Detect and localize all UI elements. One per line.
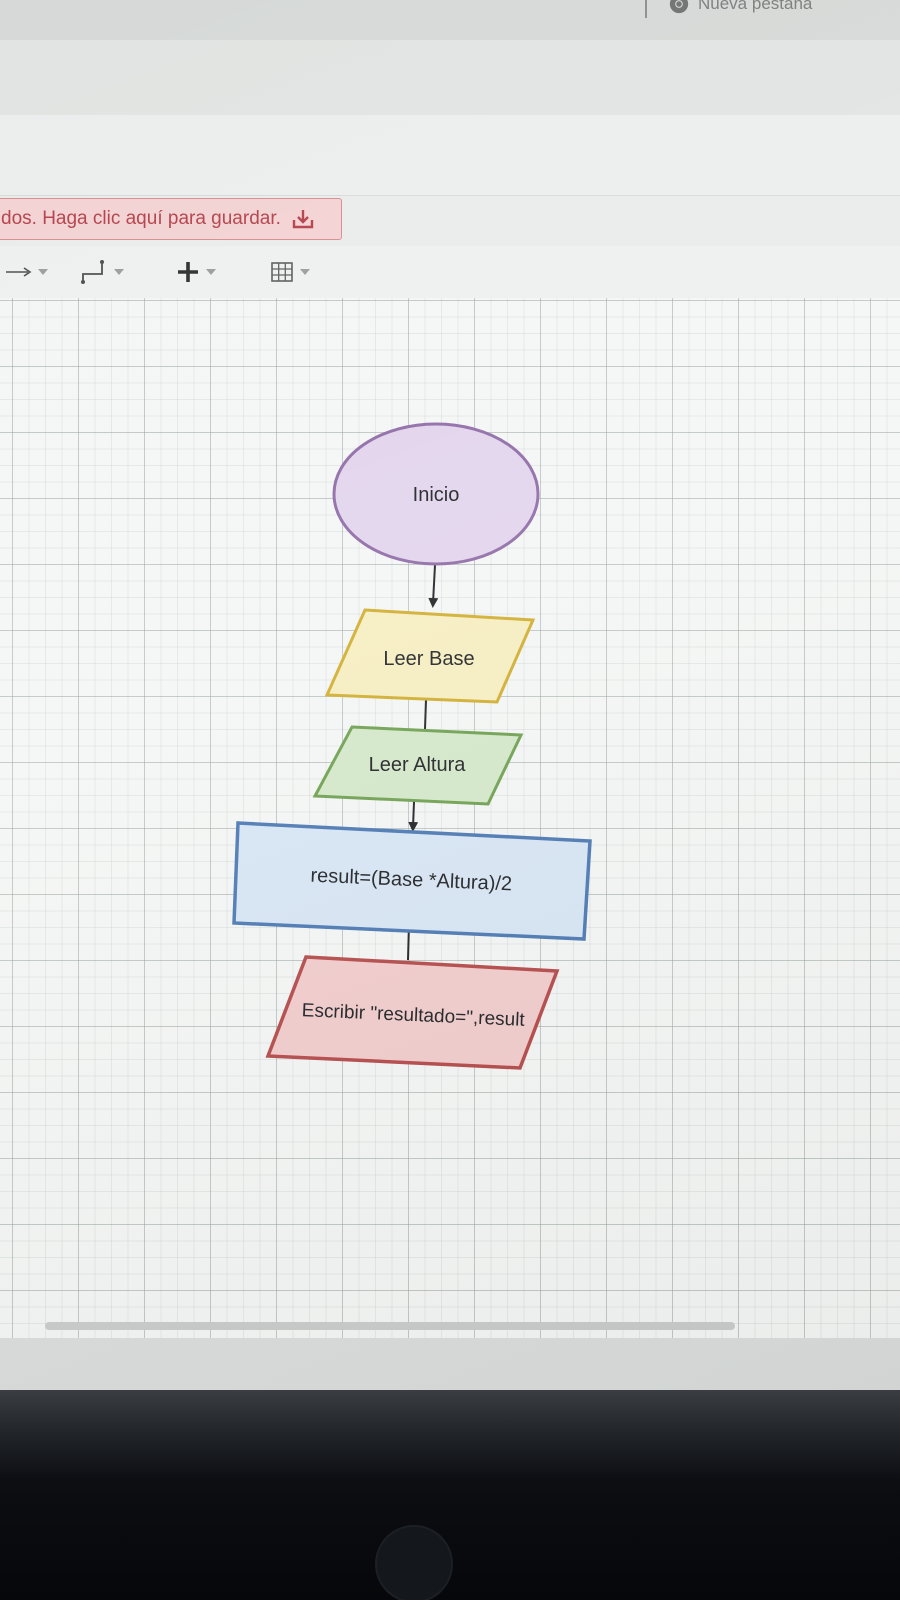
horizontal-scrollbar[interactable] [45,1322,735,1330]
connector-start-to-read-base[interactable] [428,564,439,608]
hp-logo-icon [375,1525,453,1600]
table-tool[interactable] [270,258,310,286]
address-area [0,40,900,116]
chevron-down-icon [300,269,310,275]
notice-text: dos. Haga clic aquí para guardar. [1,208,281,229]
chevron-down-icon [38,269,48,275]
table-grid-icon [271,262,293,282]
toolbar [0,246,900,299]
node-output[interactable]: Escribir "resultado=",result [265,955,560,1070]
chevron-down-icon [206,269,216,275]
arrow-right-icon [6,267,32,277]
browser-tab-strip: Nueva pestaña [0,0,900,41]
connector-read-height-to-compute[interactable] [408,801,419,832]
node-read-height-label: Leer Altura [369,754,467,776]
footer-strip [0,1338,900,1390]
unsaved-changes-notice[interactable]: dos. Haga clic aquí para guardar. [0,198,342,240]
node-compute[interactable]: result=(Base *Altura)/2 [232,821,592,941]
node-start[interactable]: Inicio [332,422,540,566]
new-tab-label: Nueva pestaña [698,0,813,13]
waypoint-icon [81,260,104,284]
connector-read-base-to-read-height[interactable] [424,699,427,730]
connector-arrow-tool[interactable] [6,258,48,286]
chrome-icon [669,0,689,14]
new-tab[interactable]: Nueva pestaña [668,0,812,16]
tab-divider [645,0,647,18]
plus-icon [178,262,198,282]
download-icon[interactable] [291,208,315,230]
node-read-height[interactable]: Leer Altura [312,725,524,806]
node-start-label: Inicio [413,484,460,506]
node-read-base-label: Leer Base [383,648,474,670]
waypoint-style-tool[interactable] [80,258,124,286]
flowchart: Inicio Leer Base Leer Altura result=(Bas… [232,422,592,1070]
diagram-canvas[interactable] [0,298,900,1338]
app-menubar [0,115,900,196]
node-read-base[interactable]: Leer Base [324,608,536,704]
insert-tool[interactable] [176,258,216,286]
chevron-down-icon [114,269,124,275]
